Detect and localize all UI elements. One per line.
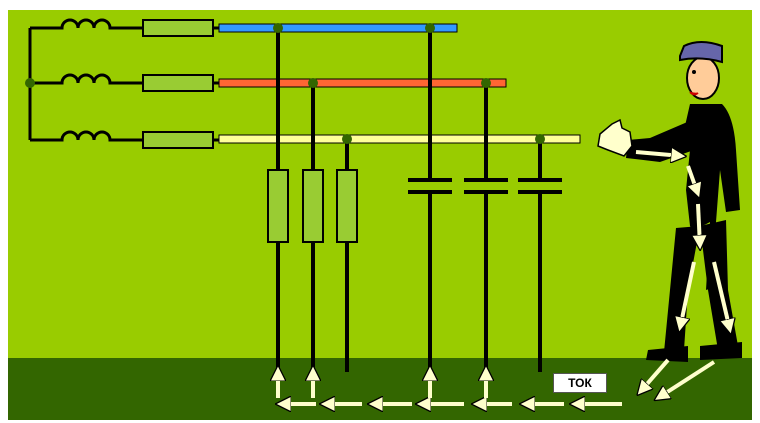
person-shoe-left [646,346,688,362]
neutral-node [25,78,35,88]
phase-line-c [218,134,581,144]
resistor-3 [336,169,358,243]
resistor-1 [267,169,289,243]
person-body [680,104,740,290]
body-current-arrows [635,152,730,398]
fuses [142,19,214,149]
person-mouth [689,91,699,96]
resistor-2 [302,169,324,243]
person-eye [692,70,696,74]
junction-nodes [273,23,545,144]
phase-line-b [218,78,507,88]
person-hand [597,118,633,157]
person-shoe-right [700,342,742,360]
fuse-c [142,131,214,149]
phase-line-a [218,23,458,33]
fuse-b [142,74,214,92]
current-label: ТОК [553,373,607,393]
fuse-a [142,19,214,37]
field-background [8,10,752,360]
resistors [267,169,358,243]
ground-current-arrows [278,370,622,404]
person-leg-left [664,226,700,352]
person-cap [679,41,723,64]
leakage-branches [276,28,542,372]
capacitors [408,178,562,194]
